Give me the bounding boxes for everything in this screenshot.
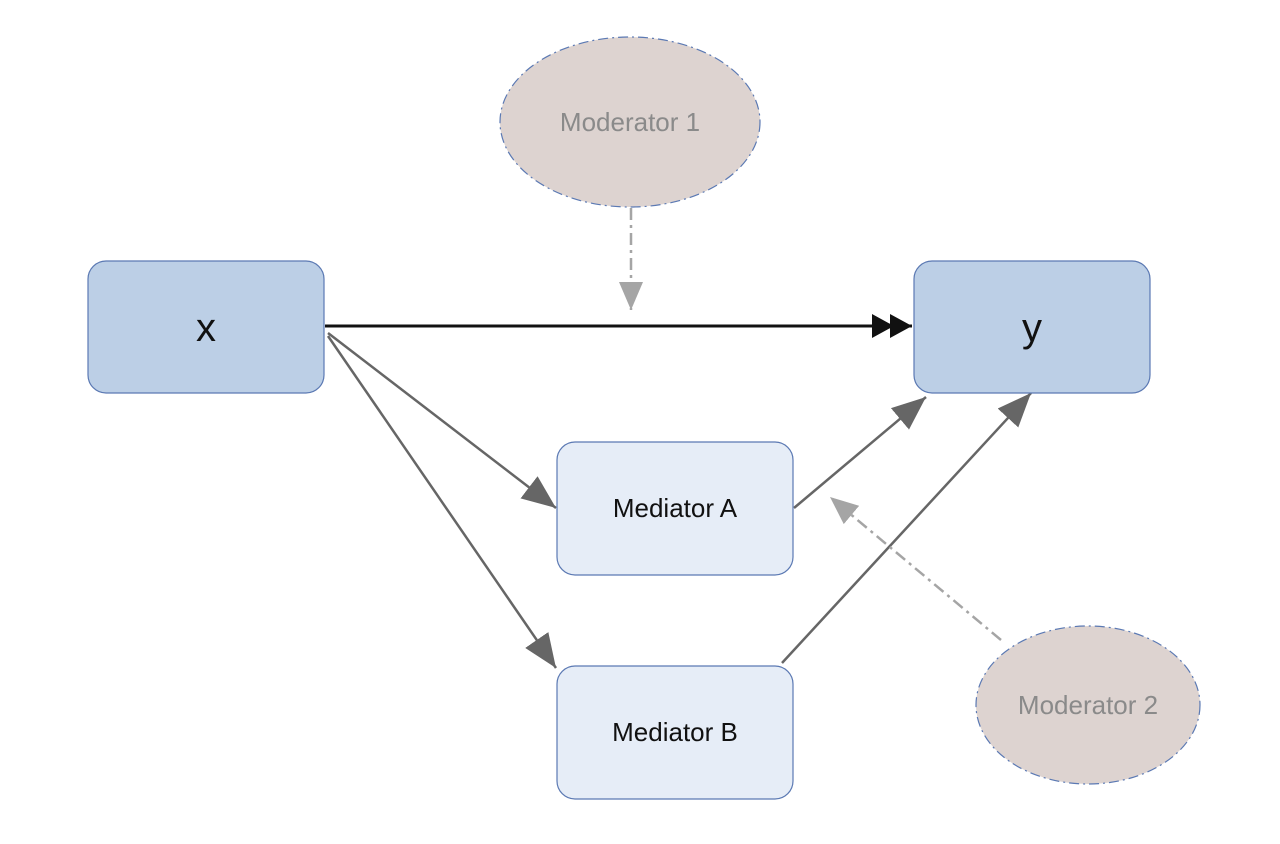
node-x: x <box>87 260 325 394</box>
node-mediator-a-label: Mediator A <box>613 493 738 523</box>
edge-x-to-mediator-a <box>327 332 557 509</box>
node-mediator-a: Mediator A <box>556 441 794 576</box>
node-y-label: y <box>1022 306 1042 350</box>
edge-mediator-b-to-y <box>781 392 1032 664</box>
edge-moderator-2-to-mediator-a-path <box>829 496 1002 641</box>
node-mediator-b-label: Mediator B <box>612 717 738 747</box>
edge-x-to-mediator-b <box>326 335 558 669</box>
edge-mediator-a-to-y <box>793 396 927 509</box>
node-moderator-1: Moderator 1 <box>499 36 761 208</box>
node-moderator-2: Moderator 2 <box>975 625 1201 785</box>
node-y: y <box>913 260 1151 394</box>
node-mediator-b: Mediator B <box>556 665 794 800</box>
node-moderator-2-label: Moderator 2 <box>1018 690 1158 720</box>
node-moderator-1-label: Moderator 1 <box>560 107 700 137</box>
node-x-label: x <box>196 306 216 350</box>
